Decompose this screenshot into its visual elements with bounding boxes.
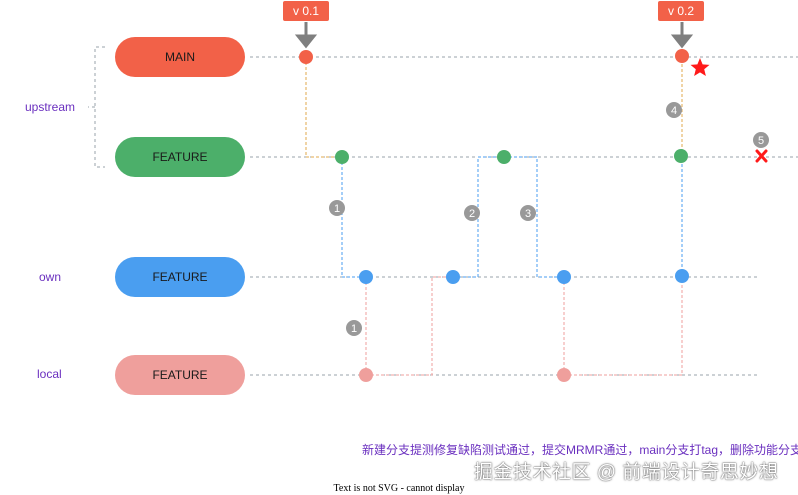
upstream-to-own-connector-3	[504, 156, 564, 278]
step-badge-local-1-bg	[346, 320, 362, 336]
upstream-feature-pill: FEATURE	[115, 137, 245, 177]
v2-tag-arrowhead	[670, 34, 694, 49]
local-feature-label: FEATURE	[152, 368, 208, 382]
svg-fallback-text: Text is not SVG - cannot display	[333, 483, 465, 494]
main-branch-pill: MAIN	[115, 37, 245, 77]
watermark: 掘金技术社区 @ 前端设计奇思妙想	[474, 462, 779, 483]
upstream-commit-3	[674, 149, 688, 163]
tag-v0.2: v 0.2	[658, 1, 704, 21]
tag-v0.2-label: v 0.2	[667, 4, 694, 18]
local-to-own-connector-2	[564, 277, 683, 376]
step-badge-3-bg	[520, 205, 536, 221]
step-badge-4-bg	[666, 102, 682, 118]
tag-v0.1-label: v 0.1	[292, 4, 319, 18]
local-commit-1	[359, 368, 373, 382]
own-feature-pill: FEATURE	[115, 257, 245, 297]
own-feature-label: FEATURE	[152, 270, 208, 284]
step-badge-3: 3	[525, 208, 531, 220]
local-commit-2	[557, 368, 571, 382]
main-commit-v1	[299, 50, 313, 64]
tag-v0.1: v 0.1	[283, 1, 329, 21]
own-label: own	[39, 270, 62, 284]
own-commit-1	[359, 270, 373, 284]
step-badge-2-bg	[464, 205, 480, 221]
main-branch-label: MAIN	[165, 50, 195, 64]
upstream-label: upstream	[25, 100, 76, 114]
own-commit-2	[446, 270, 460, 284]
local-to-own-connector	[366, 276, 453, 376]
main-to-upstream-connector	[305, 57, 342, 158]
v1-tag-arrowhead	[294, 34, 318, 49]
step-badge-5-bg	[753, 132, 769, 148]
local-feature-pill: FEATURE	[115, 355, 245, 395]
upstream-commit-1	[335, 150, 349, 164]
local-label: local	[37, 367, 62, 381]
step-badge-4: 4	[671, 105, 677, 117]
workflow-note: 新建分支提测修复缺陷测试通过，提交MRMR通过，main分支打tag，删除功能分…	[362, 443, 798, 457]
step-badge-local-1: 1	[351, 323, 357, 335]
step-badge-1: 1	[334, 203, 340, 215]
step-badge-2: 2	[469, 208, 475, 220]
step-badge-1-bg	[329, 200, 345, 216]
upstream-bracket	[88, 46, 105, 168]
main-commit-v2	[675, 49, 689, 63]
own-commit-3	[557, 270, 571, 284]
step-badge-5: 5	[758, 135, 764, 147]
upstream-commit-2	[497, 150, 511, 164]
upstream-feature-label: FEATURE	[152, 150, 208, 164]
delete-x-icon	[755, 149, 768, 163]
own-commit-4	[675, 269, 689, 283]
star-icon	[690, 58, 710, 76]
upstream-to-own-connector-1	[341, 157, 366, 278]
